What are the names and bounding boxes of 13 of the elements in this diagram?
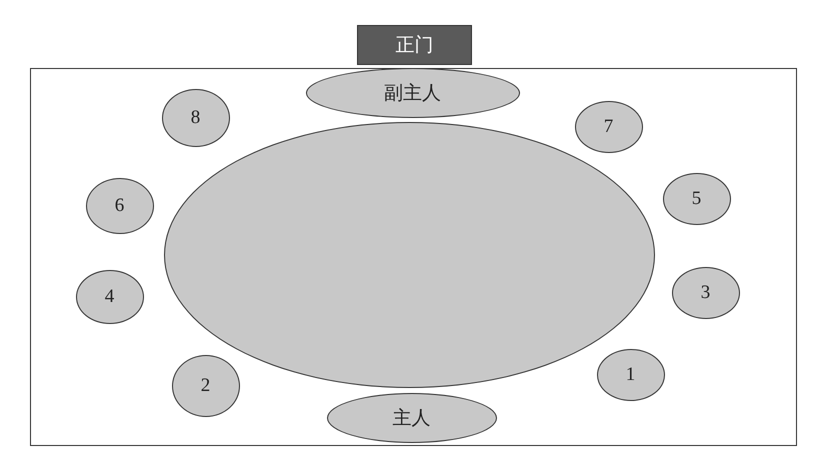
seat-label: 6 xyxy=(114,194,124,216)
seat-label: 2 xyxy=(200,374,210,396)
seat-label: 8 xyxy=(190,106,200,128)
door-sign xyxy=(357,25,472,65)
seat-label: 4 xyxy=(104,286,114,308)
seat-label: 3 xyxy=(700,282,710,304)
door-label: 正门 xyxy=(396,34,434,58)
room-outline xyxy=(30,68,797,446)
seat-label: 1 xyxy=(626,364,636,386)
seat-label: 副主人 xyxy=(384,82,441,106)
seat-label: 5 xyxy=(692,188,702,210)
seat-label: 7 xyxy=(604,116,614,138)
seat-label: 主人 xyxy=(392,406,430,430)
